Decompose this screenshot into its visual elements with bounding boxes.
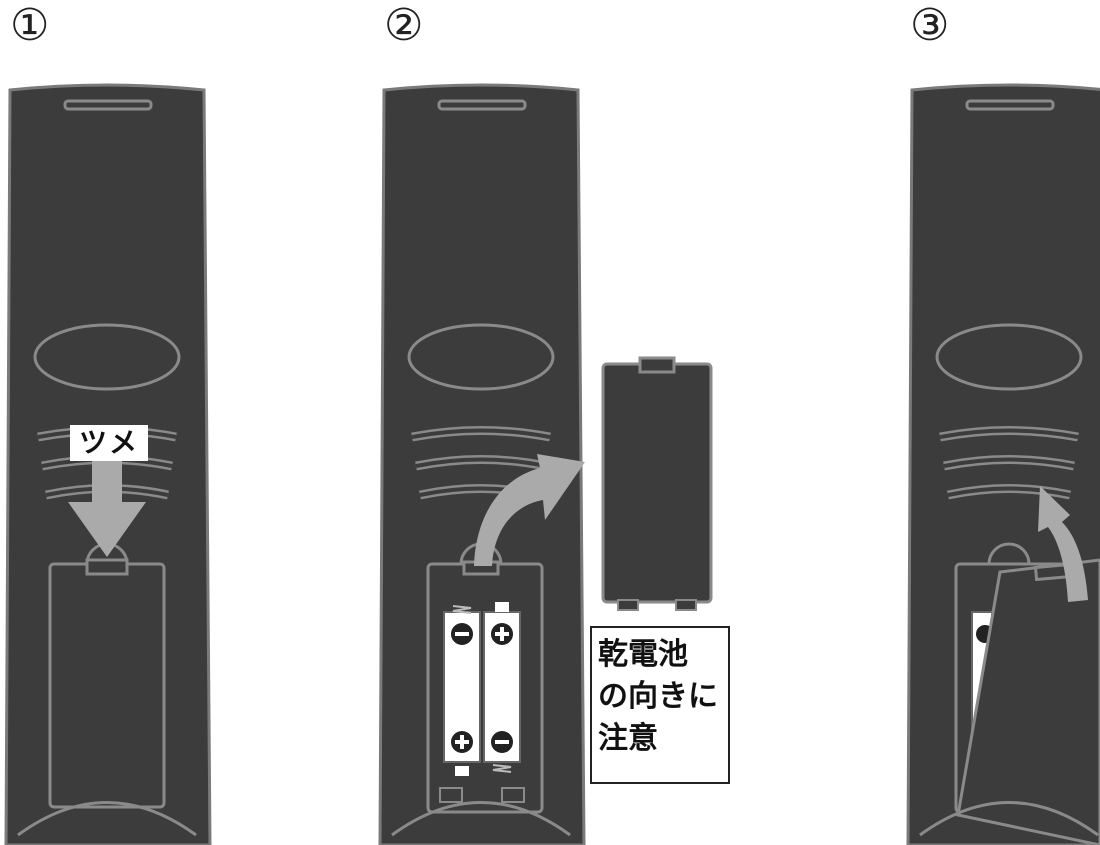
- battery-orientation-note: 乾電池 の向きに 注意: [590, 626, 730, 784]
- remote-control-1: [4, 83, 212, 845]
- button-oval: [935, 323, 1083, 391]
- ridge: [415, 457, 547, 468]
- button-oval: [407, 323, 555, 391]
- spring-icon: [492, 764, 512, 773]
- remote-control-2: [378, 83, 586, 845]
- top-slot: [965, 99, 1055, 111]
- step-2-number: ②: [384, 0, 424, 51]
- detached-battery-cover: [601, 356, 713, 611]
- arrow-icon: [474, 454, 585, 566]
- note-line-2: の向きに: [598, 679, 718, 714]
- arrow-icon: [1038, 486, 1088, 602]
- battery-left: [443, 605, 481, 776]
- note-line-1: 乾電池: [598, 637, 688, 672]
- battery-cover: [48, 562, 166, 809]
- top-slot: [437, 99, 527, 111]
- ridge: [947, 486, 1071, 497]
- note-line-3: 注意: [598, 721, 658, 756]
- tab-latch-label: ツメ: [70, 425, 148, 461]
- step-1-number: ①: [10, 0, 50, 51]
- ridge: [411, 428, 551, 439]
- step-3-number: ③: [910, 0, 950, 51]
- bottom-curve: [17, 801, 197, 837]
- ridge: [939, 428, 1079, 439]
- ridge: [943, 457, 1075, 468]
- battery-right: [483, 602, 521, 773]
- button-oval: [33, 323, 181, 391]
- bottom-curve: [391, 801, 571, 837]
- top-slot: [63, 99, 153, 111]
- cover-latch: [85, 558, 129, 576]
- remote-control-3: [906, 83, 1100, 845]
- arrow-icon: [68, 460, 146, 557]
- compartment-notch: [987, 542, 1031, 565]
- bottom-curve: [919, 801, 1099, 837]
- spring-icon: [452, 605, 472, 614]
